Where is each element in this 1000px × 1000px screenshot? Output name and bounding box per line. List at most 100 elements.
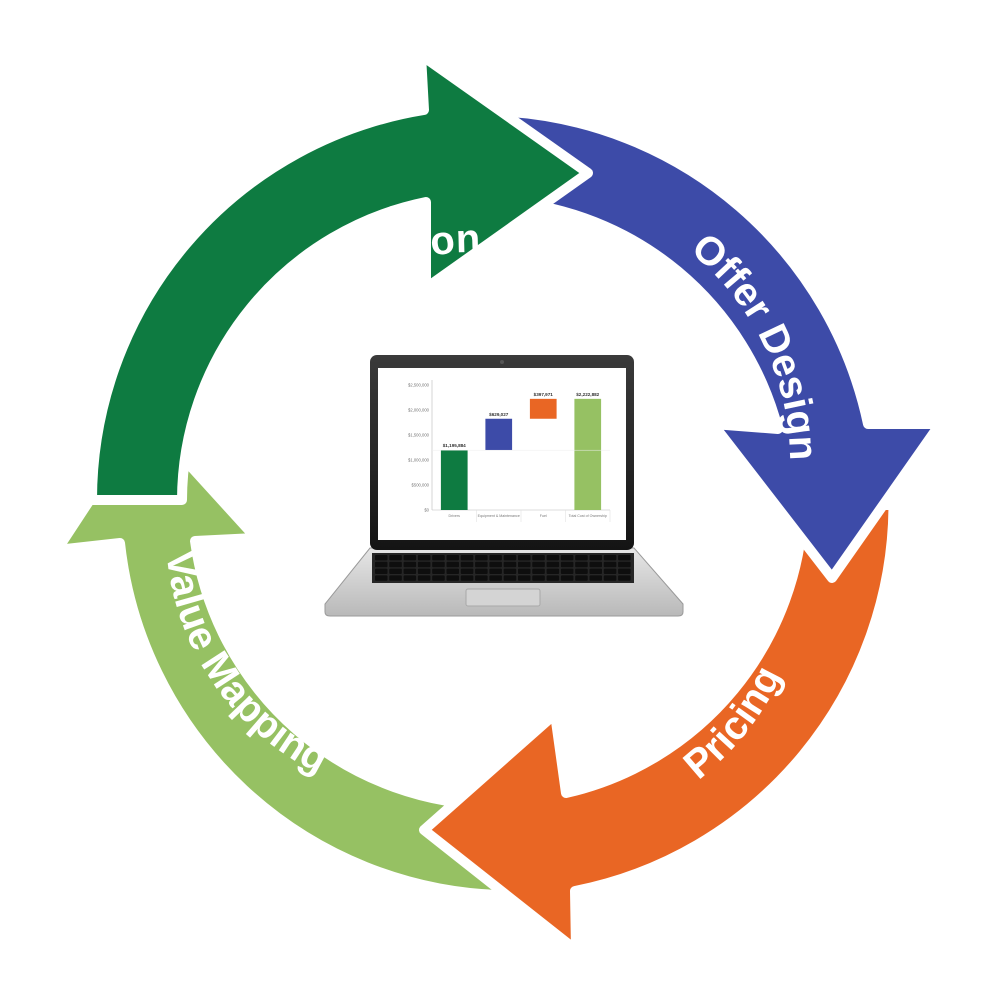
keyboard-key [389,568,402,574]
keyboard-key [503,555,517,561]
chart-data-label: $629,027 [489,412,509,417]
keyboard-key [432,555,445,561]
chart-category-label: Total Cost of Ownership [569,514,607,518]
chart-bar [440,450,468,510]
keyboard-key [375,561,388,568]
keyboard-key [575,555,588,561]
keyboard-key [446,561,459,568]
keyboard-key [603,561,617,568]
keyboard-key [417,555,431,561]
keyboard-key [560,555,574,561]
keyboard-key [475,555,488,561]
keyboard-key [532,568,545,574]
keyboard-key [489,568,502,574]
pricing-arrow [419,500,899,955]
keyboard-key [546,561,560,568]
chart-data-label: $397,971 [534,392,554,397]
keyboard-key [460,568,474,574]
keyboard-key [375,568,388,574]
keyboard-key [432,575,445,581]
keyboard-key [460,555,474,561]
laptop-keys [375,555,631,581]
keyboard-key [518,568,531,574]
keyboard-key [589,568,602,574]
chart-data-label: $1,195,884 [443,443,466,448]
laptop-camera [500,360,504,364]
laptop-chart: $0 $500,000 $1,000,000 $1,500,000 $2,000,000… [408,380,611,522]
keyboard-key [446,555,459,561]
keyboard-key [503,561,517,568]
keyboard-key [546,575,560,581]
keyboard-key [446,575,459,581]
keyboard-key [460,575,474,581]
keyboard-key [575,568,588,574]
keyboard-key [575,575,588,581]
keyboard-key [560,568,574,574]
keyboard-key [618,555,631,561]
keyboard-key [489,555,502,561]
keyboard-key [389,555,402,561]
keyboard-key [603,568,617,574]
chart-bar [485,418,513,451]
laptop: $0 $500,000 $1,000,000 $1,500,000 $2,000,000… [324,355,684,617]
keyboard-key [575,561,588,568]
keyboard-key [503,575,517,581]
keyboard-key [618,561,631,568]
keyboard-key [518,555,531,561]
keyboard-key [432,561,445,568]
keyboard-key [618,575,631,581]
keyboard-key [589,561,602,568]
keyboard-key [375,575,388,581]
chart-y-tick-label: $0 [424,508,429,513]
keyboard-key [403,575,417,581]
keyboard-key [589,555,602,561]
keyboard-key [417,575,431,581]
chart-data-label: $2,222,882 [576,392,599,397]
chart-y-tick-label: $1,000,000 [408,458,430,463]
keyboard-key [417,561,431,568]
keyboard-key [532,561,545,568]
keyboard-key [532,555,545,561]
offer-design-arrow [500,106,945,583]
keyboard-key [489,561,502,568]
keyboard-key [518,561,531,568]
keyboard-key [475,561,488,568]
keyboard-key [546,568,560,574]
laptop-trackpad [465,588,541,607]
keyboard-key [389,575,402,581]
keyboard-key [560,561,574,568]
keyboard-key [475,568,488,574]
keyboard-key [603,575,617,581]
chart-y-tick-label: $1,500,000 [408,433,430,438]
keyboard-key [560,575,574,581]
keyboard-key [518,575,531,581]
keyboard-key [603,555,617,561]
chart-bar [574,398,602,510]
chart-y-tick-label: $2,500,000 [408,383,430,388]
keyboard-key [475,575,488,581]
chart-y-tick-label: $500,000 [412,483,430,488]
keyboard-key [546,555,560,561]
keyboard-key [532,575,545,581]
keyboard-key [403,561,417,568]
chart-bar [529,398,557,419]
keyboard-key [403,555,417,561]
keyboard-key [417,568,431,574]
chart-y-tick-label: $2,000,000 [408,408,430,413]
chart-category-label: Drivers [449,514,461,518]
customer-segmentation-arrow [87,50,593,505]
chart-category-label: Fuel [540,514,547,518]
keyboard-key [375,555,388,561]
keyboard-key [432,568,445,574]
value-mapping-arrow [52,411,504,900]
keyboard-key [389,561,402,568]
keyboard-key [618,568,631,574]
keyboard-key [503,568,517,574]
keyboard-key [489,575,502,581]
keyboard-key [446,568,459,574]
keyboard-key [460,561,474,568]
chart-category-label: Equipment & Maintenance [478,514,520,518]
keyboard-key [403,568,417,574]
keyboard-key [589,575,602,581]
